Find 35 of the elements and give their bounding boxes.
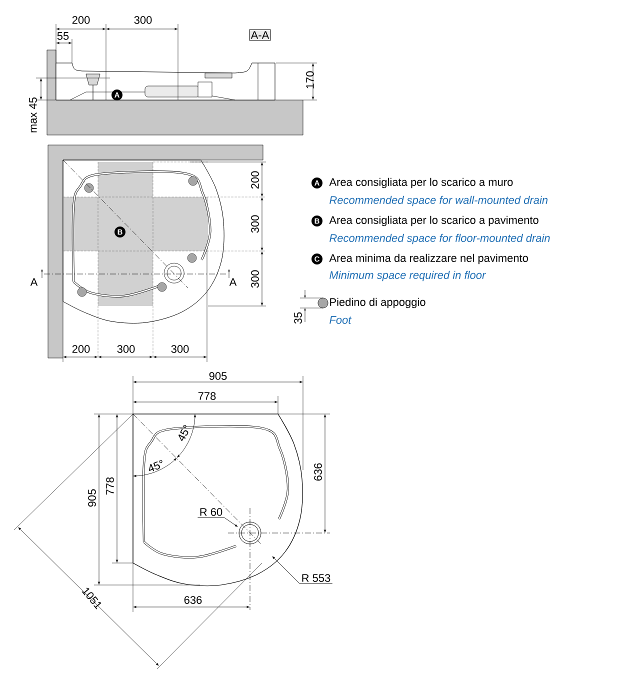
leader-line: [272, 556, 333, 584]
dimension-label: 300: [171, 345, 189, 353]
legend-text: Foot: [330, 316, 352, 324]
legend-text: Recommended space for floor-mounted drain: [330, 234, 550, 244]
dimension-label: 200: [72, 345, 90, 353]
dimension-label: 170: [306, 71, 314, 88]
legend-text: Piedino di appoggio: [330, 298, 426, 308]
legend-text: Area consigliata per lo scarico a muro: [329, 178, 513, 188]
legend-text: Recommended space for wall-mounted drain: [330, 196, 548, 206]
dimension-label: 778: [198, 392, 216, 400]
radius-label: R 60: [200, 508, 222, 516]
angle-label: 45°: [178, 424, 188, 442]
dimension-label: 905: [209, 372, 227, 380]
section-label: A-A: [249, 29, 271, 41]
section-mark: A: [30, 278, 38, 286]
section-mark: A: [229, 278, 237, 286]
radius-label: R 553: [302, 574, 330, 582]
dimension-label: 55: [57, 32, 69, 40]
dimension-label: 300: [251, 270, 259, 288]
dimension-label: 300: [117, 345, 135, 353]
dimension-label: 35: [294, 312, 302, 324]
dimension-label: 300: [251, 215, 259, 233]
dimension-label: 905: [88, 489, 96, 507]
dimension-label: 636: [184, 596, 202, 604]
dimension-label: 778: [106, 477, 114, 495]
legend-text: Area consigliata per lo scarico a pavimento: [329, 216, 538, 226]
dimension-label: 636: [314, 463, 322, 481]
legend-text: Minimum space required in floor: [330, 270, 486, 282]
angle-label: 45°: [149, 460, 162, 472]
dimension-label: max 45: [29, 97, 37, 132]
dimension-label: 200: [72, 16, 90, 24]
dimension-label: 300: [134, 16, 152, 24]
leader-line: [197, 517, 238, 527]
legend-text: Area minima da realizzare nel pavimento: [329, 254, 528, 264]
dimension-label: 200: [251, 171, 259, 189]
